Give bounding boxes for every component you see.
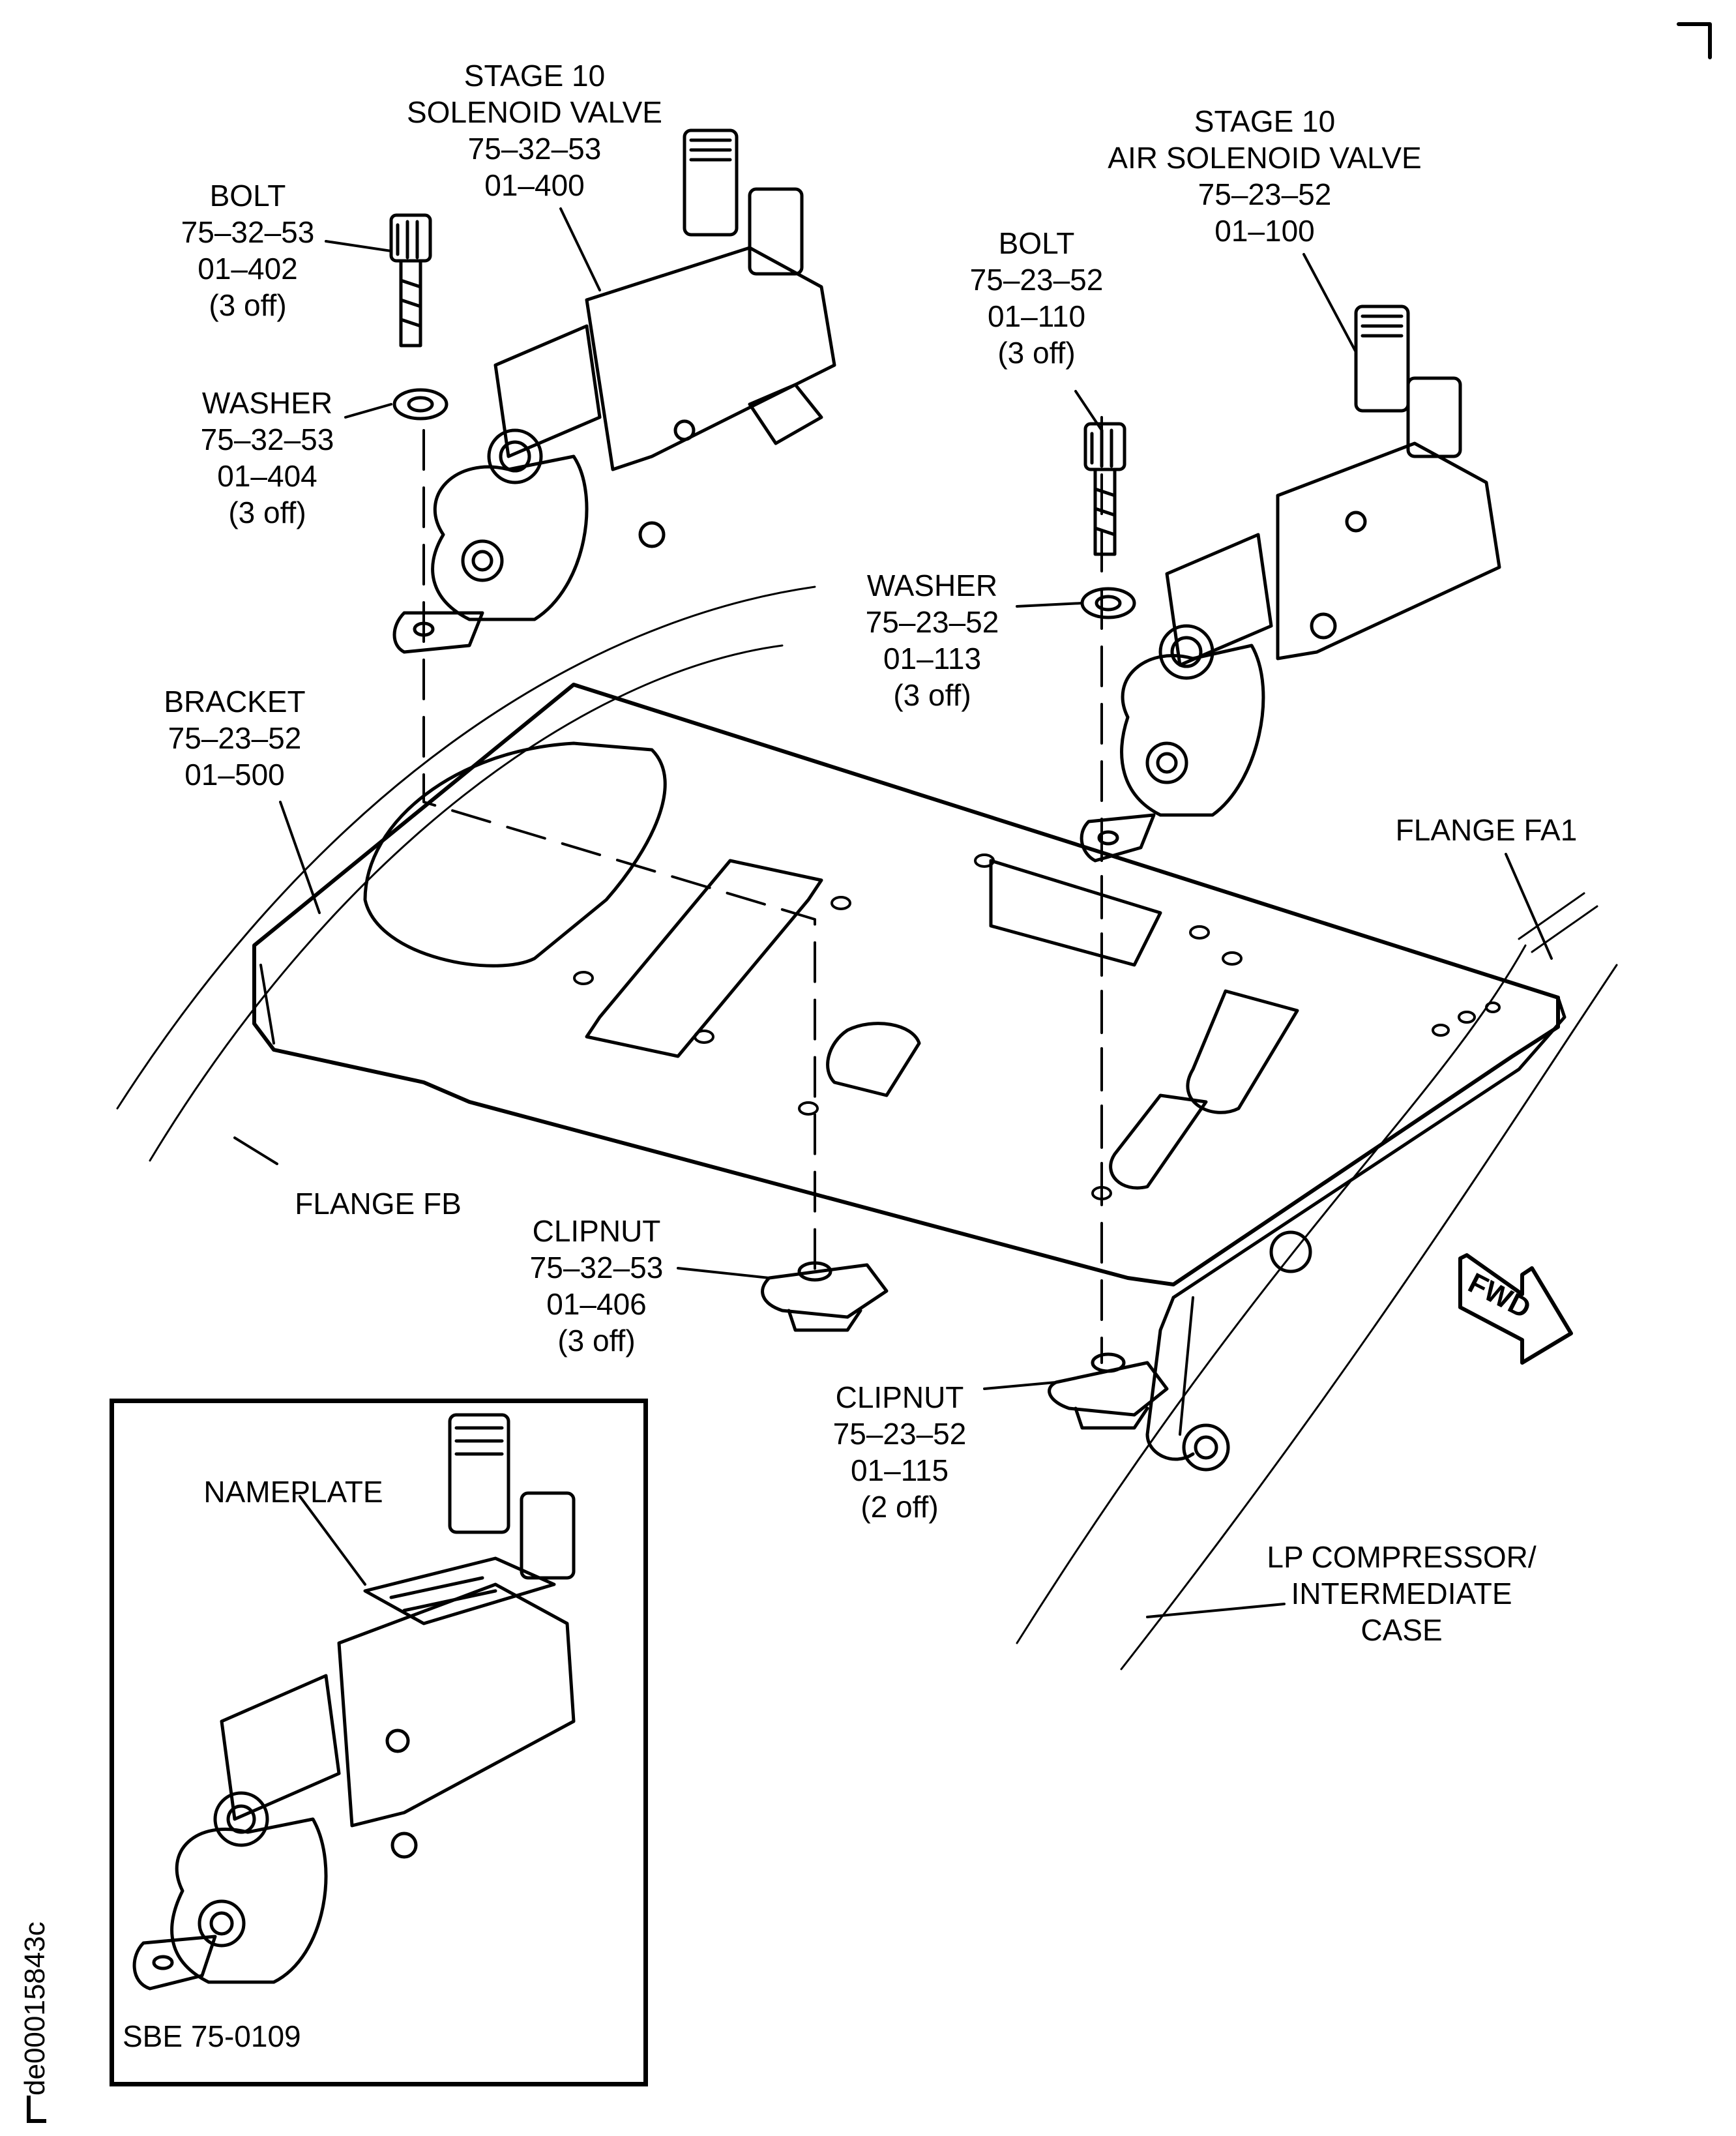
inset-solenoid-valve-with-nameplate — [132, 1413, 576, 1991]
callout-stage10-air-solenoid-valve: STAGE 10 AIR SOLENOID VALVE 75–23–52 01–… — [1108, 104, 1422, 248]
washer-right — [1080, 587, 1136, 619]
document-id: de00015843c — [19, 1921, 51, 2123]
inset-frame — [110, 1399, 648, 2086]
bolt-left — [389, 213, 432, 348]
solenoid-valve-left — [392, 128, 836, 654]
leader-lines — [233, 207, 1553, 1618]
callout-lp-compressor-intermediate-case: LP COMPRESSOR/ INTERMEDIATE CASE — [1267, 1540, 1537, 1647]
callout-bolt-left: BOLT 75–32–53 01–402 (3 off) — [181, 179, 315, 322]
callout-flange-fb: FLANGE FB — [295, 1187, 462, 1221]
bracket-plate — [252, 683, 1567, 1461]
crop-mark-top-right — [1677, 22, 1712, 59]
nut-right-flange — [1182, 1230, 1312, 1472]
clipnut-right — [1048, 1352, 1169, 1430]
callout-bolt-right: BOLT 75–23–52 01–110 (3 off) — [969, 226, 1104, 370]
callout-stage10-solenoid-valve: STAGE 10 SOLENOID VALVE 75–32–53 01–400 — [407, 59, 662, 202]
assembly-centerlines — [422, 416, 1103, 1364]
bolt-right — [1083, 422, 1126, 556]
bracket-cutout-4 — [826, 1022, 921, 1097]
callout-washer-right: WASHER 75–23–52 01–113 (3 off) — [865, 569, 999, 712]
callout-nameplate: NAMEPLATE — [203, 1475, 383, 1509]
bracket-cutout-1 — [585, 859, 823, 1058]
fwd-arrow-icon — [1458, 1253, 1573, 1365]
bracket-cutout-5 — [1109, 1093, 1208, 1190]
callout-bracket: BRACKET 75–23–52 01–500 — [164, 685, 306, 792]
bracket-holes — [573, 853, 1501, 1200]
inset-reference-label: SBE 75-0109 — [123, 2019, 301, 2053]
clipnut-left — [761, 1261, 889, 1332]
callout-clipnut-right: CLIPNUT 75–23–52 01–115 (2 off) — [832, 1380, 967, 1524]
callout-flange-fa1: FLANGE FA1 — [1395, 813, 1578, 847]
nameplate-icon — [363, 1556, 556, 1625]
bracket-slot-large — [363, 741, 667, 968]
callout-washer-left: WASHER 75–32–53 01–404 (3 off) — [200, 386, 334, 529]
solenoid-valve-right — [1080, 304, 1501, 863]
washer-left — [392, 388, 449, 421]
lp-compressor-case-outline — [116, 586, 1618, 1670]
bracket-cutout-2 — [989, 859, 1162, 967]
crop-mark-bottom-left — [27, 2096, 47, 2123]
callout-clipnut-left: CLIPNUT 75–32–53 01–406 (3 off) — [529, 1214, 664, 1357]
bracket-cutout-3 — [1186, 989, 1299, 1114]
